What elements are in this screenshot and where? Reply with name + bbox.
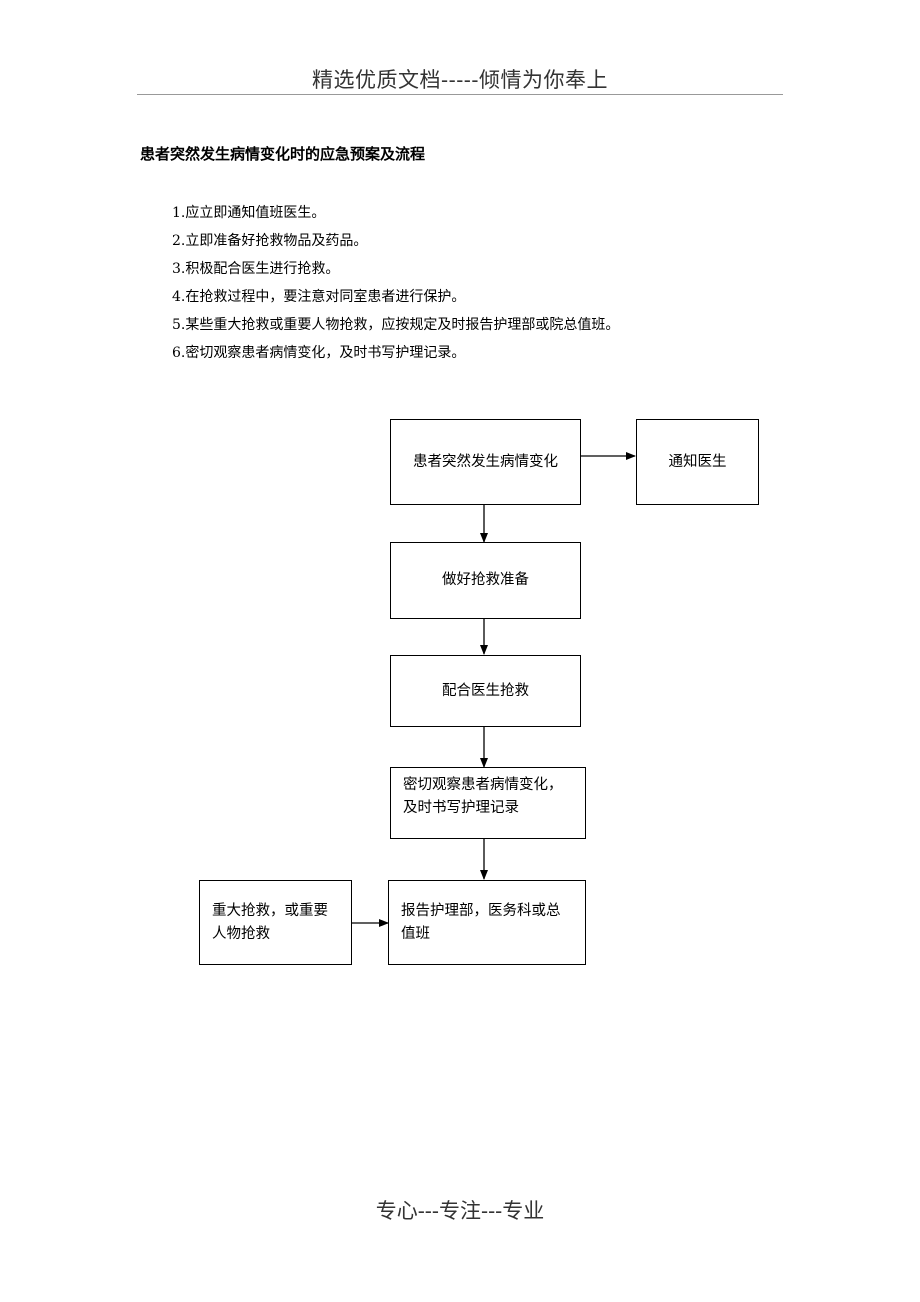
flow-box-observe-record: 密切观察患者病情变化， 及时书写护理记录 [390, 767, 586, 839]
flow-box-label-line: 人物抢救 [212, 925, 270, 942]
flow-box-patient-change: 患者突然发生病情变化 [390, 419, 581, 505]
flow-box-report: 报告护理部，医务科或总 值班 [388, 880, 586, 965]
flow-box-prepare-rescue: 做好抢救准备 [390, 542, 581, 619]
flow-box-major-rescue: 重大抢救，或重要 人物抢救 [199, 880, 352, 965]
step-item: 1.应立即通知值班医生。 [172, 205, 326, 221]
flow-box-label: 通知医生 [668, 453, 727, 470]
flow-box-assist-doctor: 配合医生抢救 [390, 655, 581, 727]
flow-box-label-line: 报告护理部，医务科或总 [401, 902, 561, 919]
flow-box-label: 配合医生抢救 [442, 682, 529, 699]
flow-box-label-line: 值班 [401, 925, 430, 942]
document-title: 患者突然发生病情变化时的应急预案及流程 [140, 145, 426, 163]
page-footer: 专心---专注---专业 [375, 1199, 545, 1223]
flow-box-label: 做好抢救准备 [442, 572, 529, 588]
flow-box-label-line: 及时书写护理记录 [403, 800, 519, 816]
page-header: 精选优质文档-----倾情为你奉上 [312, 68, 608, 92]
step-item: 5.某些重大抢救或重要人物抢救，应按规定及时报告护理部或院总值班。 [172, 317, 620, 333]
step-item: 6.密切观察患者病情变化，及时书写护理记录。 [172, 345, 466, 361]
procedure-steps: 1.应立即通知值班医生。 2.立即准备好抢救物品及药品。 3.积极配合医生进行抢… [172, 199, 619, 367]
step-item: 4.在抢救过程中，要注意对同室患者进行保护。 [172, 289, 466, 305]
step-item: 2.立即准备好抢救物品及药品。 [172, 233, 368, 249]
flow-box-notify-doctor: 通知医生 [636, 419, 759, 505]
flow-box-label: 患者突然发生病情变化 [413, 453, 558, 470]
flow-box-label-line: 重大抢救，或重要 [212, 902, 328, 919]
flow-box-label-line: 密切观察患者病情变化， [403, 777, 563, 793]
header-divider [137, 94, 783, 95]
step-item: 3.积极配合医生进行抢救。 [172, 261, 340, 277]
